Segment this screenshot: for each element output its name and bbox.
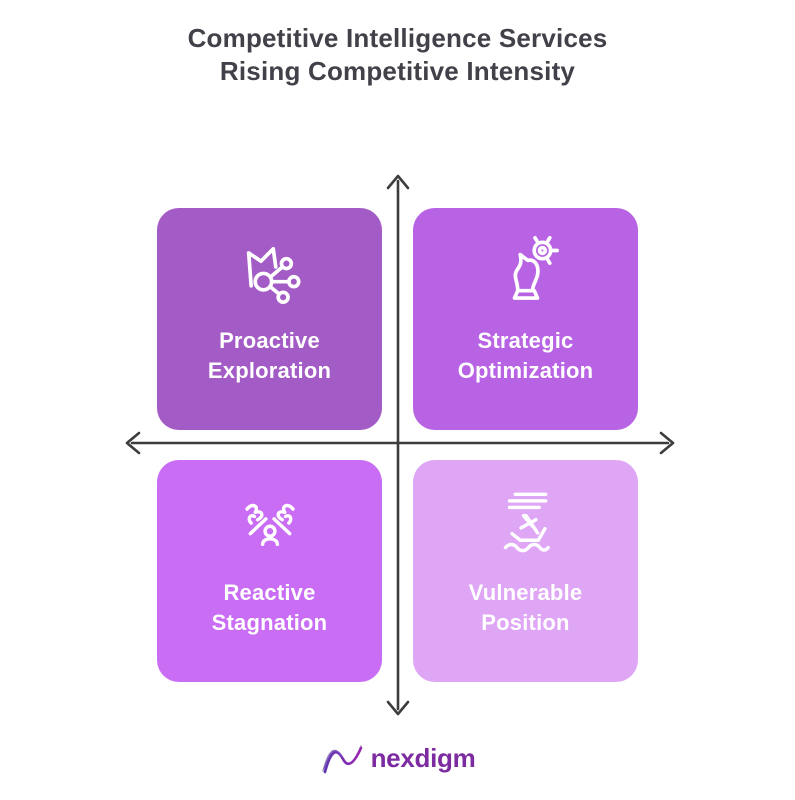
arrow-left-icon [125, 431, 141, 455]
quadrant-label-line1: Strategic [477, 328, 574, 353]
quadrant-proactive-exploration: Proactive Exploration [157, 208, 382, 430]
page-title-line2: Rising Competitive Intensity [219, 56, 576, 86]
page-title: Competitive Intelligence Services Rising… [0, 22, 795, 88]
quadrant-label: Proactive Exploration [208, 326, 331, 386]
quadrant-strategic-optimization: Strategic Optimization [413, 208, 638, 430]
arrow-right-icon [659, 431, 675, 455]
quadrant-vulnerable-position: Vulnerable Position [413, 460, 638, 682]
map-network-icon [229, 230, 311, 312]
page-title-line1: Competitive Intelligence Services [187, 23, 608, 53]
withered-branches-person-icon [229, 482, 311, 564]
quadrant-reactive-stagnation: Reactive Stagnation [157, 460, 382, 682]
nexdigm-logo: nexdigm [0, 740, 795, 776]
arrow-up-icon [386, 174, 410, 190]
quadrant-label-line1: Reactive [223, 580, 316, 605]
quadrant-label-line1: Vulnerable [468, 580, 583, 605]
quadrant-label: Vulnerable Position [469, 578, 583, 638]
chess-knight-gear-icon [485, 230, 567, 312]
quadrant-label-line1: Proactive [219, 328, 320, 353]
n-wave-logo-icon [321, 745, 362, 774]
nexdigm-logo-text: nexdigm [370, 742, 476, 773]
arrow-down-icon [386, 700, 410, 716]
quadrant-label-line2: Optimization [457, 358, 594, 383]
quadrant-label-line2: Position [481, 610, 570, 635]
quadrant-label: Strategic Optimization [458, 326, 594, 386]
quadrant-label-line2: Stagnation [211, 610, 328, 635]
sinking-ship-icon [485, 482, 567, 564]
quadrant-label-line2: Exploration [207, 358, 332, 383]
quadrant-label: Reactive Stagnation [212, 578, 328, 638]
